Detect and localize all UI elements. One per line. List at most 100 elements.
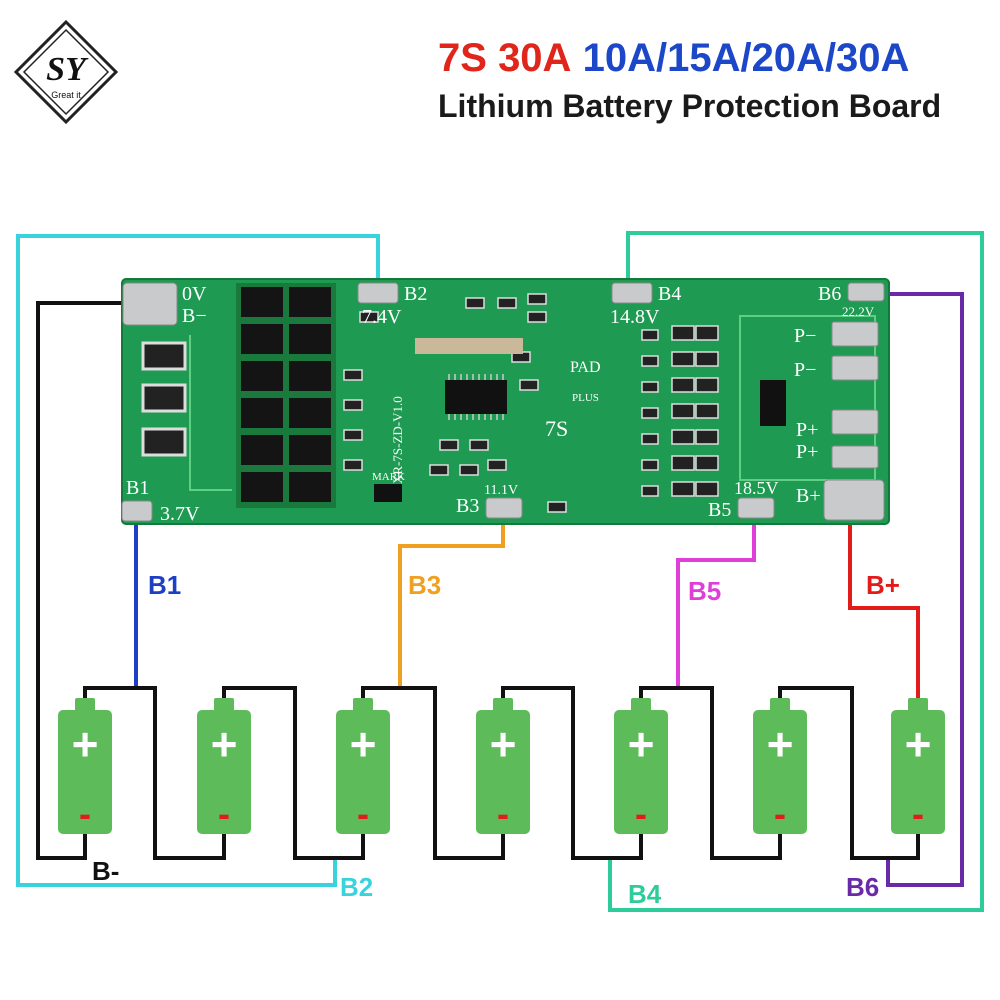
title-variants: 10A/15A/20A/30A xyxy=(582,36,910,80)
smd-diode xyxy=(641,381,659,393)
pad-p-minus-1 xyxy=(831,321,879,347)
battery-terminal xyxy=(493,698,513,712)
battery-body xyxy=(891,710,945,834)
smd-diode xyxy=(641,355,659,367)
smd-diode xyxy=(641,433,659,445)
battery-body xyxy=(58,710,112,834)
wires xyxy=(16,231,984,912)
mosfet-chip xyxy=(241,398,283,428)
series-link xyxy=(501,686,643,860)
battery-terminal xyxy=(214,698,234,712)
logo-subtext: Great it xyxy=(51,90,81,100)
battery-terminal xyxy=(75,698,95,712)
cell-minus-sign: - xyxy=(774,793,786,834)
smd-component xyxy=(487,459,507,471)
series-link xyxy=(639,686,782,860)
wire-label-b-plus: B+ xyxy=(866,570,900,600)
label-b6-voltage: 22.2V xyxy=(842,304,875,319)
label-b-plus: B+ xyxy=(796,485,821,507)
label-b5: B5 xyxy=(708,499,731,521)
wire-b5 xyxy=(676,512,756,688)
series-link xyxy=(83,686,226,860)
label-b-minus: B− xyxy=(182,305,207,327)
label-7s: 7S xyxy=(545,416,568,441)
pad-p-plus-1 xyxy=(831,409,879,435)
label-b3-voltage: 11.1V xyxy=(484,483,518,498)
smd-component xyxy=(527,311,547,323)
label-pad: PAD xyxy=(570,359,601,376)
pad-b5 xyxy=(737,497,775,519)
label-p-plus-1: P+ xyxy=(796,419,818,441)
label-plus: PLUS xyxy=(572,392,599,404)
label-b6: B6 xyxy=(818,283,841,305)
wire-label-b1: B1 xyxy=(148,570,181,600)
battery-cell: +- xyxy=(336,698,390,834)
smd-resistor xyxy=(695,403,719,419)
mosfet-chip xyxy=(241,361,283,391)
smd-diode xyxy=(641,459,659,471)
battery-cells: +-+-+-+-+-+-+- xyxy=(58,698,945,834)
smd-resistor xyxy=(695,455,719,471)
wire-labels: B1 B2 B3 B4 B5 B6 B+ B- xyxy=(92,570,900,909)
label-b4-voltage: 14.8V xyxy=(610,306,660,328)
battery-cell: +- xyxy=(58,698,112,834)
smd-component xyxy=(547,501,567,513)
wire-b6 xyxy=(866,292,964,887)
battery-terminal xyxy=(770,698,790,712)
label-zero-v: 0V xyxy=(182,283,207,305)
cell-plus-sign: + xyxy=(767,718,794,770)
pad-b-plus xyxy=(823,479,885,521)
label-b1-voltage: 3.7V xyxy=(160,503,200,525)
label-b2-voltage: 7.4V xyxy=(362,306,402,328)
series-link xyxy=(778,686,920,860)
smd-component xyxy=(465,297,485,309)
battery-cell: +- xyxy=(614,698,668,834)
label-b3: B3 xyxy=(456,495,479,517)
wire-b4 xyxy=(608,231,984,912)
label-p-minus-1: P− xyxy=(794,325,816,347)
smd-resistor xyxy=(695,325,719,341)
smd-component xyxy=(527,293,547,305)
cell-minus-sign: - xyxy=(357,793,369,834)
title-rating: 30A xyxy=(498,36,572,80)
pad-b3 xyxy=(485,497,523,519)
battery-body xyxy=(476,710,530,834)
label-b2: B2 xyxy=(404,283,427,305)
label-b1: B1 xyxy=(126,477,149,499)
cell-plus-sign: + xyxy=(490,718,517,770)
product-title: 7S 30A 10A/15A/20A/30A xyxy=(438,36,909,81)
product-subtitle: Lithium Battery Protection Board xyxy=(438,88,942,124)
smd-component xyxy=(497,297,517,309)
smd-resistor xyxy=(695,377,719,393)
pad-b2 xyxy=(357,282,399,304)
smd-component xyxy=(519,379,539,391)
smd-resistor xyxy=(671,429,695,445)
mosfet-chip xyxy=(289,435,331,465)
mosfet-chip xyxy=(289,472,331,502)
mosfet-array xyxy=(236,283,336,508)
cell-minus-sign: - xyxy=(497,793,509,834)
solder-pads xyxy=(121,282,885,522)
smd-resistor xyxy=(695,351,719,367)
wire-b3 xyxy=(398,512,505,688)
battery-cell: +- xyxy=(476,698,530,834)
protection-board: 0V B− B2 7.4V B4 14.8V B6 22.2V B1 3.7V … xyxy=(121,278,890,525)
label-b4: B4 xyxy=(658,283,681,305)
wire-b2 xyxy=(16,234,380,887)
mosfet-chip xyxy=(289,324,331,354)
cell-minus-sign: - xyxy=(912,793,924,834)
smd-component xyxy=(343,369,363,381)
mosfet-chip xyxy=(241,435,283,465)
wire-label-b2: B2 xyxy=(340,872,373,902)
battery-terminal xyxy=(353,698,373,712)
pad-b4 xyxy=(611,282,653,304)
pad-b1 xyxy=(121,500,153,522)
cell-plus-sign: + xyxy=(72,718,99,770)
brand-logo: SY Great it xyxy=(14,20,118,124)
cell-plus-sign: + xyxy=(905,718,932,770)
smd-component xyxy=(429,464,449,476)
smd-diode xyxy=(641,407,659,419)
battery-terminal xyxy=(631,698,651,712)
pad-p-plus-2 xyxy=(831,445,879,469)
cell-minus-sign: - xyxy=(218,793,230,834)
